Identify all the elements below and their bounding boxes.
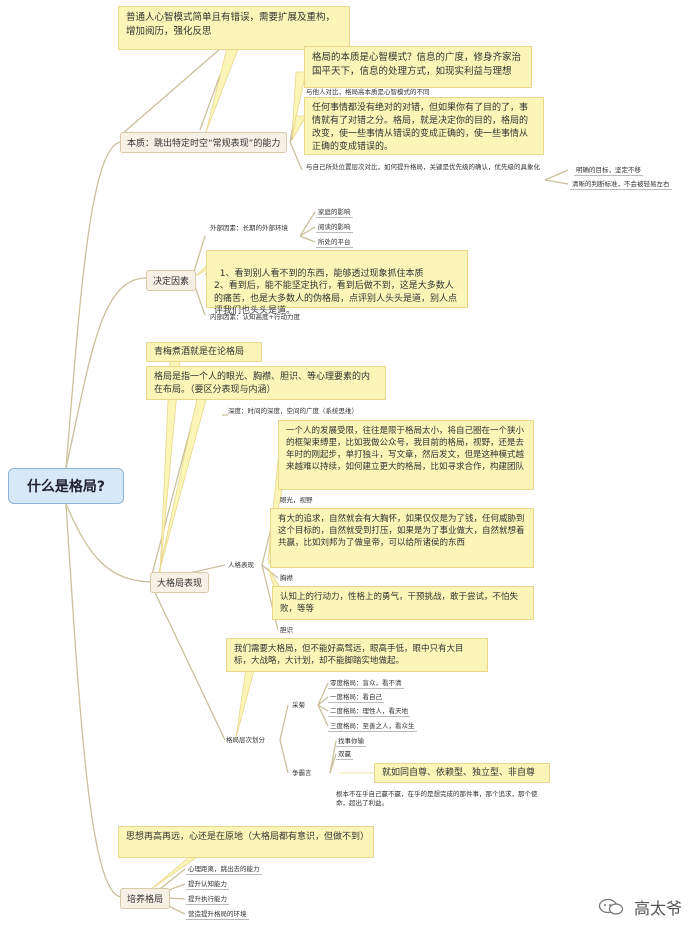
note-cultivate: 思想再高再远，心还是在原地（大格局都有意识，但做不到） <box>118 826 374 858</box>
zb-item-1: 双赢 <box>336 750 353 760</box>
cultivate-item-1: 提升认知能力 <box>186 880 229 890</box>
text-zhengba: 根本不在乎自己赢不赢，在乎的是想完成的那件事，那个追求，那个使命，超出了利益。 <box>336 790 538 807</box>
cultivate-item-3: 营造提升格局的环境 <box>186 910 249 920</box>
watermark: 高太爷 <box>598 895 682 919</box>
level-1: 一度格局：看自己 <box>328 693 384 703</box>
note-vision: 一个人的发展受限，往往是限于格局太小，将自己圈在一个狭小的框架束缚里，比如我做公… <box>278 420 534 490</box>
level-3: 三度格局：至善之人，看众生 <box>328 722 417 732</box>
cultivate-item-0: 心理距离，跳出去的能力 <box>186 865 262 875</box>
label-compare-others: 与他人对比，格局高本质是心智模式的不同 <box>306 88 430 96</box>
link-root-essence <box>65 141 123 469</box>
link-root-factors <box>65 277 147 469</box>
note-common-mental-model: 普通人心智模式简单且有错误，需要扩展及重构，增加阅历，强化反思 <box>118 6 350 50</box>
leaf-clear-goal: 明确的目标，坚定不移 <box>574 166 643 176</box>
root-topic[interactable]: 什么是格局? <box>8 468 124 504</box>
level-0: 零度格局：盲众，看不清 <box>328 679 404 689</box>
topic-factors[interactable]: 决定因素 <box>146 270 197 291</box>
topic-essence[interactable]: 本质：跳出特定时空“常规表现”的能力 <box>120 132 288 153</box>
note-qingmei: 青梅煮酒就是在论格局 <box>146 342 262 362</box>
label-vision: 眼光，视野 <box>280 496 313 504</box>
wechat-icon <box>598 898 624 915</box>
label-internal-factors: 内部因素：认知高度+行动力度 <box>210 313 300 321</box>
note-nature-of-pattern: 格局的本质是心智模式？信息的广度，修身齐家治国平天下，信息的处理方式，如现实利益… <box>304 46 532 88</box>
level-2: 二度格局：理性人，看天地 <box>328 707 410 717</box>
ext-item-1: 阅读的影响 <box>316 223 353 233</box>
label-cailin: 采菊 <box>292 701 305 709</box>
ext-item-0: 家庭的影响 <box>316 208 353 218</box>
note-factors: 1、看到别人看不到的东西，能够透过现象抓住本质 2、看到后，能不能坚定执行，看到… <box>206 250 468 316</box>
watermark-text: 高太爷 <box>633 899 682 918</box>
label-personal: 人格表现 <box>228 561 254 569</box>
note-mind: 有大的追求，自然就会有大胸怀，如果仅仅是为了钱，任何威胁到这个目标的，自然就受到… <box>270 508 534 568</box>
topic-cultivate[interactable]: 培养格局 <box>120 888 171 909</box>
label-courage: 胆识 <box>280 626 293 634</box>
label-depth: 深度：时间的深度，空间的广度（系统思维） <box>228 407 358 415</box>
root-title: 什么是格局? <box>26 479 106 495</box>
link-root-cultivate <box>65 503 123 898</box>
note-balance: 我们需要大格局，但不能好高骛远，眼高手低，眼中只有大目标，大战略，大计划，却不能… <box>226 638 488 672</box>
note-definition: 格局是指一个人的眼光、胸襟、胆识、等心理要素的内在布局。（要区分表现与内涵） <box>146 366 386 400</box>
label-compare-self: 与自己所处位置层次对比，如何提升格局，关键是优先级的确认，优先级的具象化 <box>306 163 540 171</box>
cultivate-item-2: 提升执行能力 <box>186 895 229 905</box>
leaf-judgement-standard: 清晰的判断标准，不会被轻易左右 <box>570 180 672 190</box>
label-levels: 格局层次划分 <box>226 736 265 744</box>
link-root-performance <box>65 503 151 583</box>
note-purpose: 任何事情都没有绝对的对错，但如果你有了目的了，事情就有了对错之分。格局，就是决定… <box>304 97 544 155</box>
label-external-factors: 外部因素：长期的外部环境 <box>210 224 288 232</box>
note-zhengba: 就如同自尊、依赖型、独立型、非自尊 <box>374 763 550 783</box>
topic-performance[interactable]: 大格局表现 <box>150 572 210 593</box>
ext-item-2: 所处的平台 <box>316 238 353 248</box>
label-zhengba: 争霸言 <box>292 769 312 777</box>
label-mind: 胸襟 <box>280 574 293 582</box>
note-courage: 认知上的行动力，性格上的勇气，干预挑战，敢于尝试，不怕失败，等等 <box>272 586 534 620</box>
zb-item-0: 找事你输 <box>336 737 366 747</box>
